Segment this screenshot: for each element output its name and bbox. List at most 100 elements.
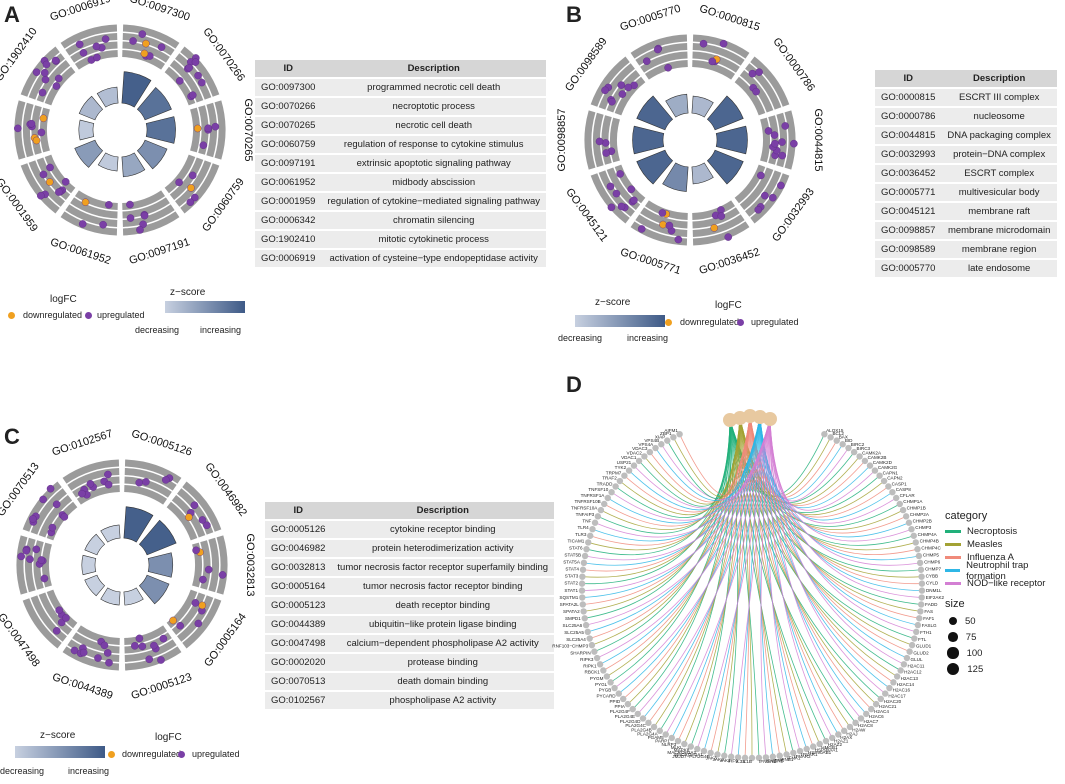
go-term-label: GO:0005771 (619, 246, 683, 277)
go-id-cell: GO:0098857 (875, 222, 942, 239)
gene-node (903, 654, 911, 662)
gene-node (616, 477, 624, 485)
logfc-band (692, 43, 745, 66)
go-term-label: GO:0005123 (130, 671, 194, 702)
gene-node (822, 737, 830, 745)
gene-node (839, 441, 846, 448)
go-description-cell: ubiquitin−like protein ligase binding (331, 616, 555, 633)
gene-node (652, 444, 659, 452)
zscore-bar (100, 524, 121, 543)
zscore-bar (706, 95, 744, 131)
upregulated-gene-dot (602, 149, 610, 157)
gene-node (868, 705, 875, 713)
gene-link (749, 415, 920, 619)
go-id-cell: GO:0032993 (875, 146, 942, 163)
upregulated-label: upregulated (751, 317, 799, 327)
go-id-cell: GO:0006919 (255, 250, 322, 267)
upregulated-gene-dot (186, 198, 195, 206)
go-id-cell: GO:0070265 (255, 117, 322, 134)
upregulated-gene-dot (135, 478, 144, 487)
gene-label: CHMP2B (913, 518, 932, 523)
gene-label: PLA2G4F (610, 709, 630, 714)
logfc-band (590, 173, 630, 224)
logfc-band (169, 59, 204, 103)
upregulated-gene-dot (38, 88, 47, 97)
increasing-label: increasing (68, 766, 110, 776)
table-header-id: ID (265, 502, 332, 519)
upregulated-gene-dot (136, 226, 144, 234)
logfc-band (164, 154, 196, 194)
logfc-band (22, 598, 62, 649)
gene-label: SQSTM1 (559, 595, 578, 600)
gene-link (596, 418, 771, 659)
category-swatch (945, 543, 961, 546)
gene-label: IFNAR1 (801, 752, 818, 757)
go-description-cell: late endosome (941, 260, 1057, 277)
go-description-cell: necrotic cell death (321, 117, 546, 134)
table-header-description: Description (331, 502, 555, 519)
gene-node (885, 483, 892, 490)
go-description-cell: tumor necrosis factor receptor superfami… (331, 559, 555, 576)
go-id-cell: GO:1902410 (255, 231, 322, 248)
gene-label: H2AC14 (897, 682, 915, 687)
gene-node (893, 673, 901, 680)
upregulated-gene-dot (708, 57, 717, 66)
upregulated-gene-dot (150, 641, 158, 650)
gene-label: CYLD (926, 581, 939, 586)
gene-node (893, 494, 900, 502)
zscore-bar (121, 71, 152, 108)
gene-label: PYGB (599, 688, 612, 693)
logfc-band (20, 163, 60, 214)
gene-label: TNFRSF1A (581, 493, 606, 498)
gene-node (608, 488, 615, 496)
gene-node (866, 462, 874, 469)
upregulated-gene-dot (637, 225, 646, 233)
upregulated-gene-dot (606, 182, 615, 191)
zscore-bar (96, 86, 119, 108)
gene-node (762, 754, 770, 761)
gene-label: JAK1 (720, 758, 731, 763)
upregulated-gene-dot (203, 521, 211, 530)
upregulated-gene-dot (42, 60, 51, 69)
downregulated-dot (665, 319, 672, 326)
size-dot (947, 647, 959, 659)
gene-link (769, 418, 862, 719)
upregulated-gene-dot (771, 139, 779, 148)
upregulated-gene-dot (612, 189, 621, 198)
gene-label: XIAP (655, 434, 665, 439)
gene-link (769, 418, 905, 665)
go-id-cell: GO:0060759 (255, 136, 322, 153)
go-description-cell: mitotic cytokinetic process (321, 231, 546, 248)
zscore-bar (715, 125, 748, 155)
go-term-label: GO:0032813 (244, 534, 256, 597)
logfc-band (182, 481, 222, 532)
gene-node (658, 441, 665, 448)
gene-link (586, 418, 771, 626)
zscore-bar (691, 95, 714, 118)
upregulated-gene-dot (781, 122, 790, 130)
size-legend-item: 100 (945, 645, 1065, 661)
logfc-band (76, 625, 120, 645)
gene-label: JMJD7−PLA2G4B (672, 754, 709, 759)
category-label: NOD−like receptor (967, 578, 1046, 589)
upregulated-gene-dot (752, 87, 760, 96)
gene-label: EIF2AK2 (926, 595, 945, 600)
logfc-band (62, 646, 120, 671)
gene-link (633, 418, 771, 509)
gene-label: VDAC1 (621, 455, 637, 460)
gene-node (856, 453, 863, 460)
gene-node (635, 457, 643, 465)
go-description-cell: regulation of cytokine−mediated signalin… (321, 193, 546, 210)
upregulated-gene-dot (190, 193, 199, 202)
gene-node (578, 587, 586, 594)
gene-link (760, 418, 771, 758)
logfc-title: logFC (715, 300, 742, 311)
upregulated-gene-dot (175, 77, 184, 85)
upregulated-gene-dot (778, 138, 786, 146)
